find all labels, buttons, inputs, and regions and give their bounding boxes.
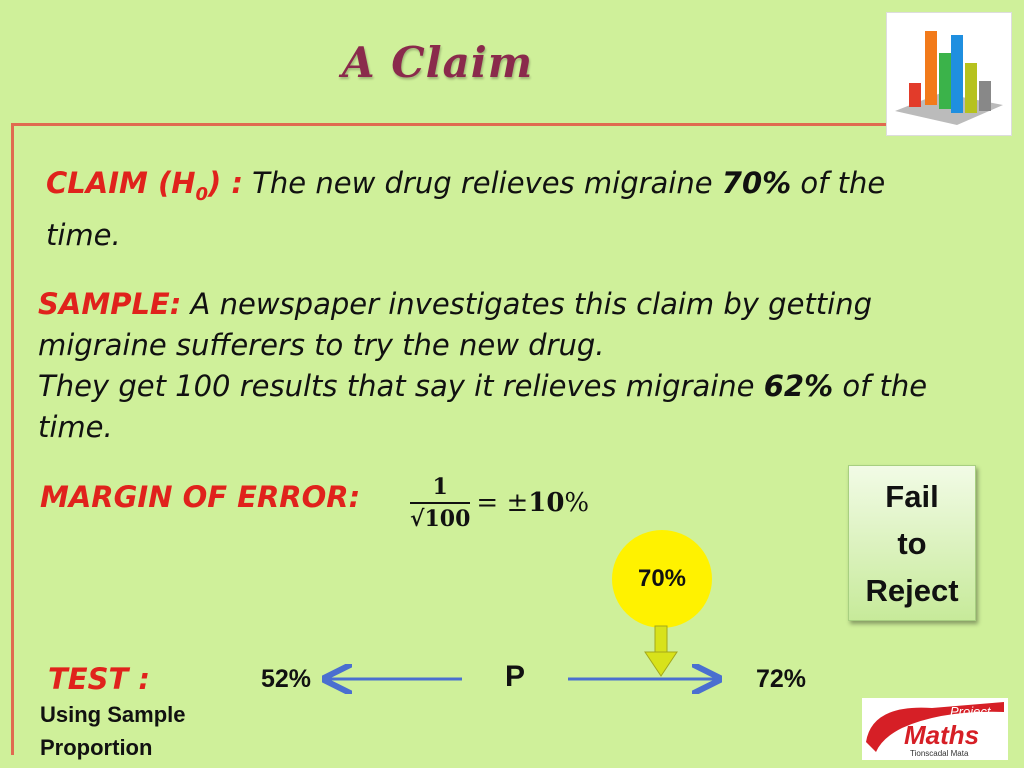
claim-marker-circle: 70% [612,530,712,628]
logo-maths-text: Maths [904,720,979,750]
down-arrow-icon [644,625,678,677]
claim-label: CLAIM (H0) : [46,166,243,205]
left-rule [11,123,14,755]
formula-numerator: 1 [410,474,471,504]
interval-lower: 52% [261,665,312,693]
decision-line3: Reject [865,572,959,608]
formula-result: = ±10% [476,488,590,518]
claim-paragraph: CLAIM (H0) : The new drug relieves migra… [46,163,956,256]
margin-formula: 1 √100 = ±10% [410,474,589,532]
claim-text-before: The new drug relieves migraine [242,166,722,200]
test-subtitle-line1: Using Sample [40,702,186,727]
sample-line2-before: They get 100 results that say it relieve… [38,369,764,403]
claim-text-after: of the time. [46,166,886,252]
logo-project-text: Project [950,704,992,719]
sample-line1: A newspaper investigates this claim by g… [38,287,872,362]
title-rule [12,123,888,126]
margin-of-error-label: MARGIN OF ERROR: [40,480,361,514]
test-label: TEST : [48,662,150,696]
formula-fraction: 1 √100 [410,474,471,532]
project-maths-logo-icon: Project Maths Tionscadal Mata [862,698,1008,760]
decision-line1: Fail [885,478,939,514]
test-subtitle-line2: Proportion [40,735,153,760]
interval-upper: 72% [756,665,807,693]
formula-result-number: 10 [528,488,565,518]
interval-center-p: P [505,660,526,693]
claim-label-subscript: 0 [195,183,209,205]
slide-title: A Claim [342,38,534,87]
sample-line2-after: of the time. [38,369,928,444]
decision-box: Fail to Reject [848,465,976,621]
sample-paragraph: SAMPLE: A newspaper investigates this cl… [38,284,988,448]
claim-marker-label: 70% [637,565,687,592]
formula-denominator: √100 [410,506,471,532]
decision-line2: to [897,525,927,561]
sample-value: 62% [763,369,834,403]
logo-irish-text: Tionscadal Mata [910,749,969,758]
claim-value: 70% [721,166,792,200]
bar-chart-logo-icon [886,12,1012,136]
sample-label: SAMPLE: [38,287,182,321]
test-subtitle: Using Sample Proportion [40,698,185,764]
